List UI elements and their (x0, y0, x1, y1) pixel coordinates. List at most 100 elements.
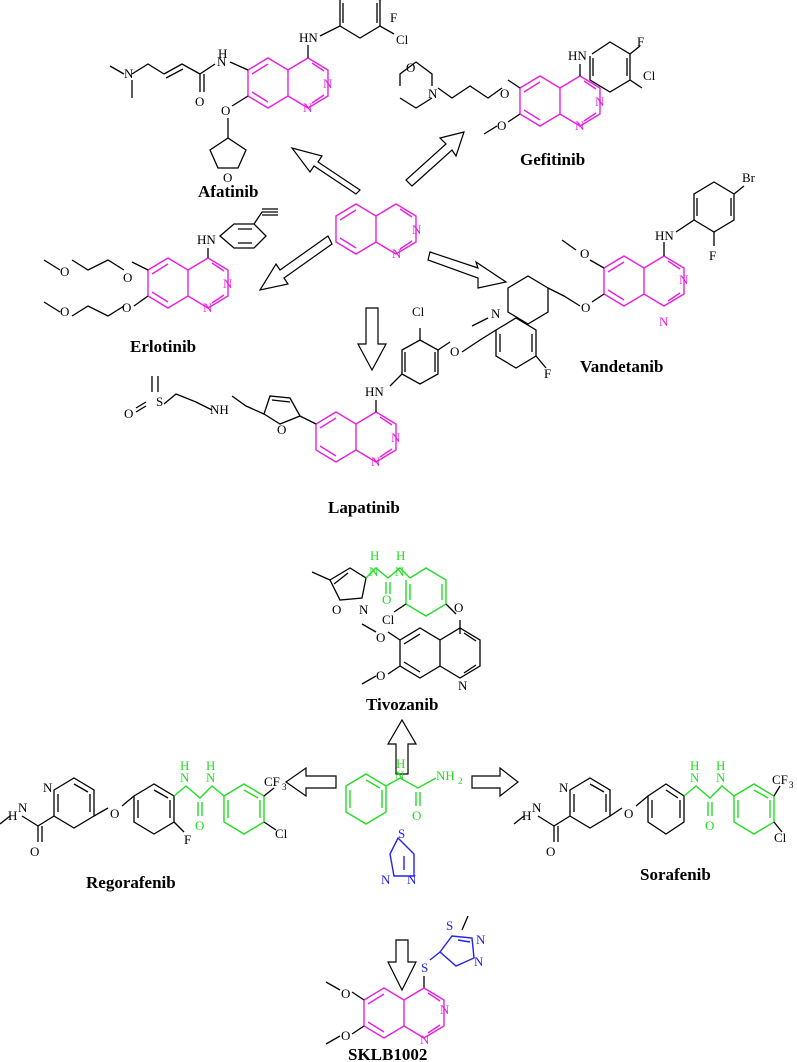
lapatinib-nh: NH (210, 402, 229, 417)
arrow-to-lapatinib (356, 307, 388, 372)
sorafenib-n-pyr: N (559, 780, 569, 795)
sklb1002-o2: O (341, 1028, 350, 1043)
regorafenib-n2: N (206, 770, 216, 785)
arrow-to-regorafenib (284, 766, 337, 798)
afatinib-o-ether: O (221, 103, 230, 118)
sorafenib-cl: Cl (774, 830, 787, 845)
afatinib-h: H (218, 46, 227, 61)
erlotinib-label: Erlotinib (130, 337, 196, 356)
tivozanib-h1: H (370, 548, 379, 563)
vandetanib-f: F (709, 248, 716, 263)
core-urea-h: H (396, 756, 405, 771)
vandetanib-hn: HN (655, 228, 674, 243)
regorafenib-o-urea: O (195, 818, 204, 833)
tivozanib-o-link: O (454, 600, 463, 615)
afatinib-n-dimethyl: N (124, 66, 134, 81)
sorafenib-structure: N O H N O H N O H N CF 3 Cl Sorafenib (513, 758, 794, 884)
sorafenib-o-urea: O (705, 818, 714, 833)
lapatinib-s: S (156, 394, 163, 409)
tivozanib-cl: Cl (382, 612, 395, 627)
erlotinib-n1: N (223, 276, 233, 291)
lapatinib-hn: HN (365, 384, 384, 399)
erlotinib-o3: O (122, 300, 131, 315)
lapatinib-o-furan: O (277, 422, 286, 437)
arrow-to-afatinib (290, 146, 361, 195)
arrow-to-gefitinib (405, 131, 465, 187)
vandetanib-o-methoxy: O (580, 246, 589, 261)
sorafenib-h: H (522, 808, 531, 823)
vandetanib-structure: N N HN Br F O O N Vandetanib (471, 170, 756, 376)
tivozanib-o1: O (376, 630, 385, 645)
lapatinib-n1: N (391, 430, 401, 445)
tivozanib-o-urea: O (382, 592, 391, 607)
tivozanib-n1: N (369, 564, 379, 579)
core-phenylurea: H N O NH 2 (345, 756, 463, 825)
afatinib-n1: N (323, 76, 333, 91)
afatinib-o-carbonyl: O (195, 94, 204, 109)
sorafenib-cf3-sub: 3 (789, 780, 794, 790)
lapatinib-cl: Cl (412, 304, 425, 319)
vandetanib-n3: N (659, 314, 669, 329)
gefitinib-structure: N N HN F Cl O N O O Gefitinib (399, 34, 656, 169)
core-urea-o: O (412, 808, 421, 823)
core-quinazoline-n3: N (392, 246, 402, 261)
regorafenib-h1: H (180, 758, 189, 773)
sorafenib-o-amide: O (546, 844, 555, 859)
sklb1002-s-ring: S (446, 918, 453, 933)
arrow-to-sklb1002 (387, 939, 417, 992)
regorafenib-cl: Cl (275, 826, 288, 841)
gefitinib-n-morph: N (428, 86, 438, 101)
lapatinib-n3: N (371, 454, 381, 469)
gefitinib-o-chain: O (500, 86, 509, 101)
tivozanib-o-isox: O (332, 602, 341, 617)
arrow-to-tivozanib (386, 718, 418, 775)
vandetanib-n1: N (679, 272, 689, 287)
sklb1002-label: SKLB1002 (348, 1045, 427, 1062)
erlotinib-hn: HN (197, 232, 216, 247)
erlotinib-o4: O (60, 304, 69, 319)
regorafenib-n-amide: N (18, 800, 28, 815)
sklb1002-s-link: S (421, 960, 428, 975)
tivozanib-label: Tivozanib (366, 695, 438, 714)
gefitinib-f: F (637, 34, 644, 49)
tivozanib-n-quin: N (458, 678, 468, 693)
sklb1002-o1: O (341, 986, 350, 1001)
sklb1002-n-quin1: N (440, 1002, 450, 1017)
gefitinib-cl: Cl (643, 68, 656, 83)
core-quinazoline-n1: N (412, 222, 422, 237)
gefitinib-label: Gefitinib (520, 150, 585, 169)
regorafenib-n-pyr: N (43, 780, 53, 795)
regorafenib-n1: N (180, 770, 190, 785)
sorafenib-cf3: CF (772, 772, 788, 787)
core-thiadiazole-n2: N (407, 872, 417, 887)
lapatinib-structure: N N HN Cl O F O NH S O Lapatinib (124, 304, 551, 517)
tivozanib-o2: O (376, 668, 385, 683)
arrow-to-sorafenib (471, 766, 519, 798)
core-thiadiazole-n1: N (381, 872, 391, 887)
gefitinib-n1: N (595, 94, 605, 109)
regorafenib-structure: N O H N O F H N O H N CF 3 Cl Regorafeni… (0, 758, 288, 892)
lapatinib-f: F (544, 366, 551, 381)
regorafenib-f: F (184, 832, 191, 847)
sorafenib-n1: N (690, 770, 700, 785)
erlotinib-o1: O (123, 270, 132, 285)
regorafenib-o-link: O (110, 806, 119, 821)
core-urea-nh2-sub: 2 (458, 776, 463, 786)
gefitinib-o-morph: O (406, 60, 415, 75)
afatinib-o-thf: O (223, 170, 232, 185)
arrow-to-vandetanib (427, 251, 508, 289)
erlotinib-o2: O (60, 264, 69, 279)
core-quinazoline: N N (335, 203, 422, 261)
sklb1002-n1: N (476, 932, 486, 947)
sorafenib-n-amide: N (532, 800, 542, 815)
sorafenib-o-link: O (624, 806, 633, 821)
gefitinib-n3: N (575, 118, 585, 133)
regorafenib-cf3-sub: 3 (282, 782, 287, 792)
sorafenib-h2: H (716, 758, 725, 773)
lapatinib-o-benzyl: O (450, 344, 459, 359)
regorafenib-h: H (8, 808, 17, 823)
regorafenib-o-amide: O (30, 844, 39, 859)
core-urea-nh2: NH (436, 768, 455, 783)
